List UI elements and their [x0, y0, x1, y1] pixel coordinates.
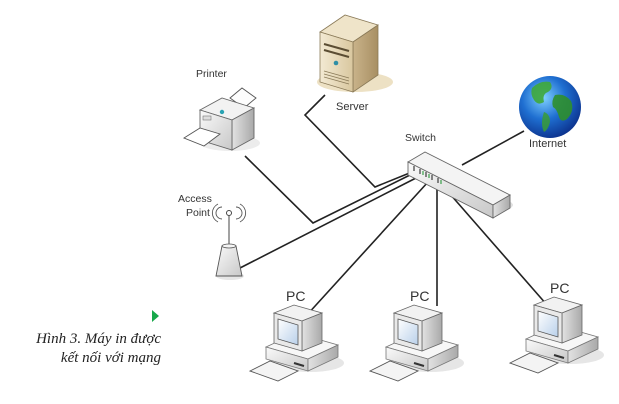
access-point-label-line2: Point	[186, 207, 210, 219]
link-switch-pc3	[442, 185, 548, 306]
network-switch-icon	[407, 151, 513, 219]
server-label: Server	[336, 101, 369, 113]
server-node: Server	[317, 14, 393, 113]
pc-node-2: PC	[368, 288, 464, 382]
link-internet-switch	[461, 130, 525, 166]
access-point-node: Access Point	[178, 193, 247, 280]
wireless-access-point-icon	[211, 203, 247, 280]
link-switch-pc1	[305, 181, 429, 317]
desktop-computer-icon	[368, 304, 464, 382]
switch-label: Switch	[405, 132, 436, 144]
pc-label-2: PC	[410, 288, 429, 304]
printer-label: Printer	[196, 68, 227, 80]
caption-line-2: kết nối với mạng	[60, 350, 161, 366]
globe-icon	[519, 76, 581, 138]
pc-label-3: PC	[550, 280, 569, 296]
desktop-computer-icon	[508, 296, 604, 374]
internet-node: Internet	[519, 76, 581, 150]
switch-node: Switch	[405, 132, 513, 219]
pc-node-3: PC	[508, 280, 604, 374]
desktop-computer-icon	[248, 304, 344, 382]
printer-icon	[183, 87, 260, 151]
pc-label-1: PC	[286, 288, 305, 304]
figure-caption: Hình 3. Máy in được kết nối với mạng	[36, 330, 161, 368]
caption-marker-icon	[152, 310, 159, 322]
access-point-label-line1: Access	[178, 193, 212, 205]
caption-line-1: Hình 3. Máy in được	[36, 331, 161, 347]
server-tower-icon	[319, 14, 379, 93]
link-printer-switch	[244, 155, 411, 224]
printer-node: Printer	[183, 68, 260, 151]
link-ap-switch	[239, 177, 417, 269]
link-server-switch	[303, 94, 413, 188]
connection-lines	[239, 94, 548, 317]
internet-label: Internet	[529, 138, 566, 150]
pc-node-1: PC	[248, 288, 344, 382]
